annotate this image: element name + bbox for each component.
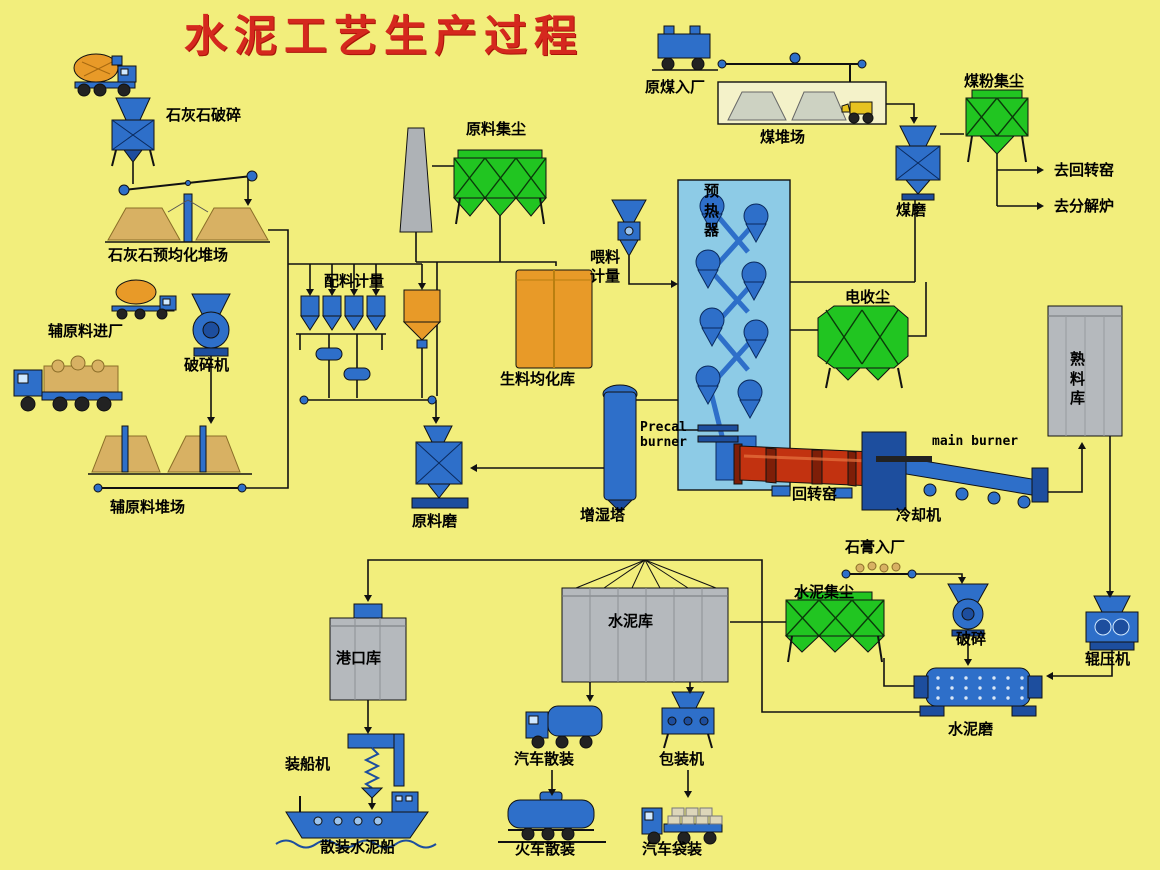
aux-crusher-icon (191, 293, 231, 357)
coal-dust-collector-icon (965, 89, 1029, 163)
main-burner-icon (876, 456, 932, 462)
conveyor-belt-icon (118, 170, 258, 196)
precal-burner-icon (676, 424, 739, 443)
gypsum-conveyor-icon (841, 561, 917, 579)
cement-silo-icon (561, 587, 729, 683)
feed-metering-icon (611, 199, 647, 258)
raw-mill-icon (411, 425, 469, 509)
flatbed-truck-icon (13, 355, 123, 412)
batching-belt-icon (299, 395, 437, 405)
raw-meal-silo-icon (515, 269, 593, 369)
ship-icon (275, 791, 437, 849)
limestone-stockpile-icon (105, 193, 270, 243)
chimney-icon (399, 127, 433, 233)
cement-dust-collector-icon (784, 591, 886, 663)
train-tanker-icon (498, 791, 606, 843)
ship-loader-icon (347, 733, 405, 799)
cyclone-icons (695, 193, 769, 420)
mixer-truck-icon (73, 53, 137, 97)
diagram-title: 水泥工艺生产过程 (184, 12, 584, 62)
arrowheads (207, 117, 1114, 810)
port-silo-icon (329, 603, 407, 701)
aux-stockpile-icon (88, 425, 252, 475)
limestone-crusher-icon (111, 97, 155, 167)
clinker-silo-icon (1047, 305, 1123, 437)
orange-hopper-icon (402, 289, 442, 349)
cement-mill-icon (913, 667, 1043, 717)
coal-mill-icon (895, 125, 941, 201)
raw-dust-collector-icon (452, 149, 548, 225)
rotary-kiln-icon (733, 443, 875, 499)
yard-conveyor-icon (93, 483, 247, 493)
bulk-truck-icon (525, 705, 603, 749)
gypsum-crusher-icon (947, 583, 989, 637)
coal-yard-icon (717, 81, 887, 125)
coal-conveyor-icon (717, 52, 867, 82)
coal-unloader-icon (652, 25, 718, 71)
esp-icon (817, 305, 909, 389)
cooler-icon (861, 431, 1049, 511)
wheel-loader-icon (841, 101, 874, 124)
silo-fan-feed-lines (575, 559, 717, 589)
dump-truck-icon (111, 279, 177, 320)
humidifying-tower-icon (602, 384, 638, 513)
roller-press-icon (1085, 595, 1139, 651)
connector-lines (132, 103, 1113, 806)
bagged-truck-icon (641, 807, 723, 845)
batching-hoppers-icon (296, 295, 386, 381)
packing-machine-icon (661, 691, 715, 749)
